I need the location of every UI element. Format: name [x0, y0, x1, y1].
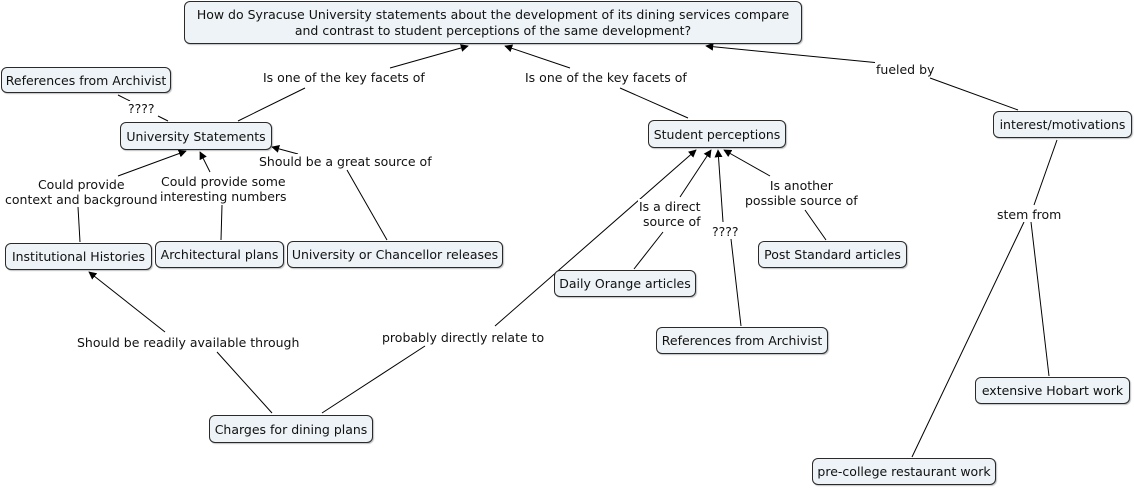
link-qmarks-univ — [157, 115, 169, 122]
link-charges-readily — [216, 351, 273, 414]
link-chancellor-great — [346, 169, 388, 241]
refs-archivist-right-node[interactable]: References from Archivist — [656, 327, 828, 354]
refs-archivist-left-node[interactable]: References from Archivist — [1, 67, 171, 93]
link-direct-student — [679, 149, 712, 198]
link-label-main-fueled — [705, 42, 881, 64]
institutional-histories-node[interactable]: Institutional Histories — [5, 243, 152, 270]
post-standard-node[interactable]: Post Standard articles — [758, 241, 907, 268]
link-label-main-left — [389, 44, 469, 69]
link-relate-student — [494, 149, 697, 327]
daily-orange-node[interactable]: Daily Orange articles — [554, 270, 696, 297]
chancellor-releases-node[interactable]: University or Chancellor releases — [287, 241, 503, 268]
link-univ-label — [237, 87, 306, 122]
label-direct-source: Is a direct source of — [638, 199, 702, 229]
label-context-background: Could provide context and background — [4, 177, 159, 207]
hobart-work-node[interactable]: extensive Hobart work — [975, 377, 1130, 404]
label-directly-relate: probably directly relate to — [381, 330, 546, 345]
link-label-main-right — [504, 44, 571, 69]
link-refs-qmarks — [117, 94, 131, 102]
label-qmarks-left: ???? — [127, 101, 156, 116]
architectural-plans-node[interactable]: Architectural plans — [155, 241, 284, 268]
restaurant-work-node[interactable]: pre-college restaurant work — [812, 458, 996, 485]
link-readily-inst — [88, 271, 166, 333]
link-daily-direct — [633, 231, 664, 270]
link-another-student — [723, 149, 771, 177]
label-qmarks-right: ???? — [711, 224, 740, 239]
label-fueled-by: fueled by — [875, 62, 936, 77]
label-great-source: Should be a great source of — [258, 154, 433, 169]
link-interest-stem — [1033, 139, 1058, 206]
link-student-label — [619, 87, 689, 119]
link-refs-qmarks-right — [730, 238, 742, 327]
charges-dining-node[interactable]: Charges for dining plans — [209, 415, 373, 443]
university-statements-node[interactable]: University Statements — [120, 122, 272, 150]
label-readily-available: Should be readily available through — [76, 335, 301, 350]
main-question-node[interactable]: How do Syracuse University statements ab… — [184, 1, 802, 44]
label-key-facet-left: Is one of the key facets of — [262, 70, 426, 85]
link-qmarks-student — [714, 149, 724, 223]
link-arch-numbers — [220, 204, 223, 241]
link-stem-hobart — [1030, 221, 1050, 377]
label-key-facet-right: Is one of the key facets of — [524, 70, 688, 85]
link-post-another — [804, 209, 827, 241]
interest-motivations-node[interactable]: interest/motivations — [993, 111, 1132, 138]
student-perceptions-node[interactable]: Student perceptions — [648, 120, 786, 148]
link-charges-relate — [321, 345, 426, 414]
link-interest-label — [929, 77, 1019, 111]
label-interesting-numbers: Could provide some interesting numbers — [159, 174, 288, 204]
link-great-univ — [271, 145, 299, 155]
link-context-univ — [117, 149, 187, 177]
link-numbers-univ — [199, 151, 211, 173]
link-stem-restaurant — [911, 221, 1025, 458]
link-inst-context — [77, 206, 81, 243]
label-stem-from: stem from — [996, 207, 1063, 222]
label-another-source: Is another possible source of — [744, 178, 859, 208]
